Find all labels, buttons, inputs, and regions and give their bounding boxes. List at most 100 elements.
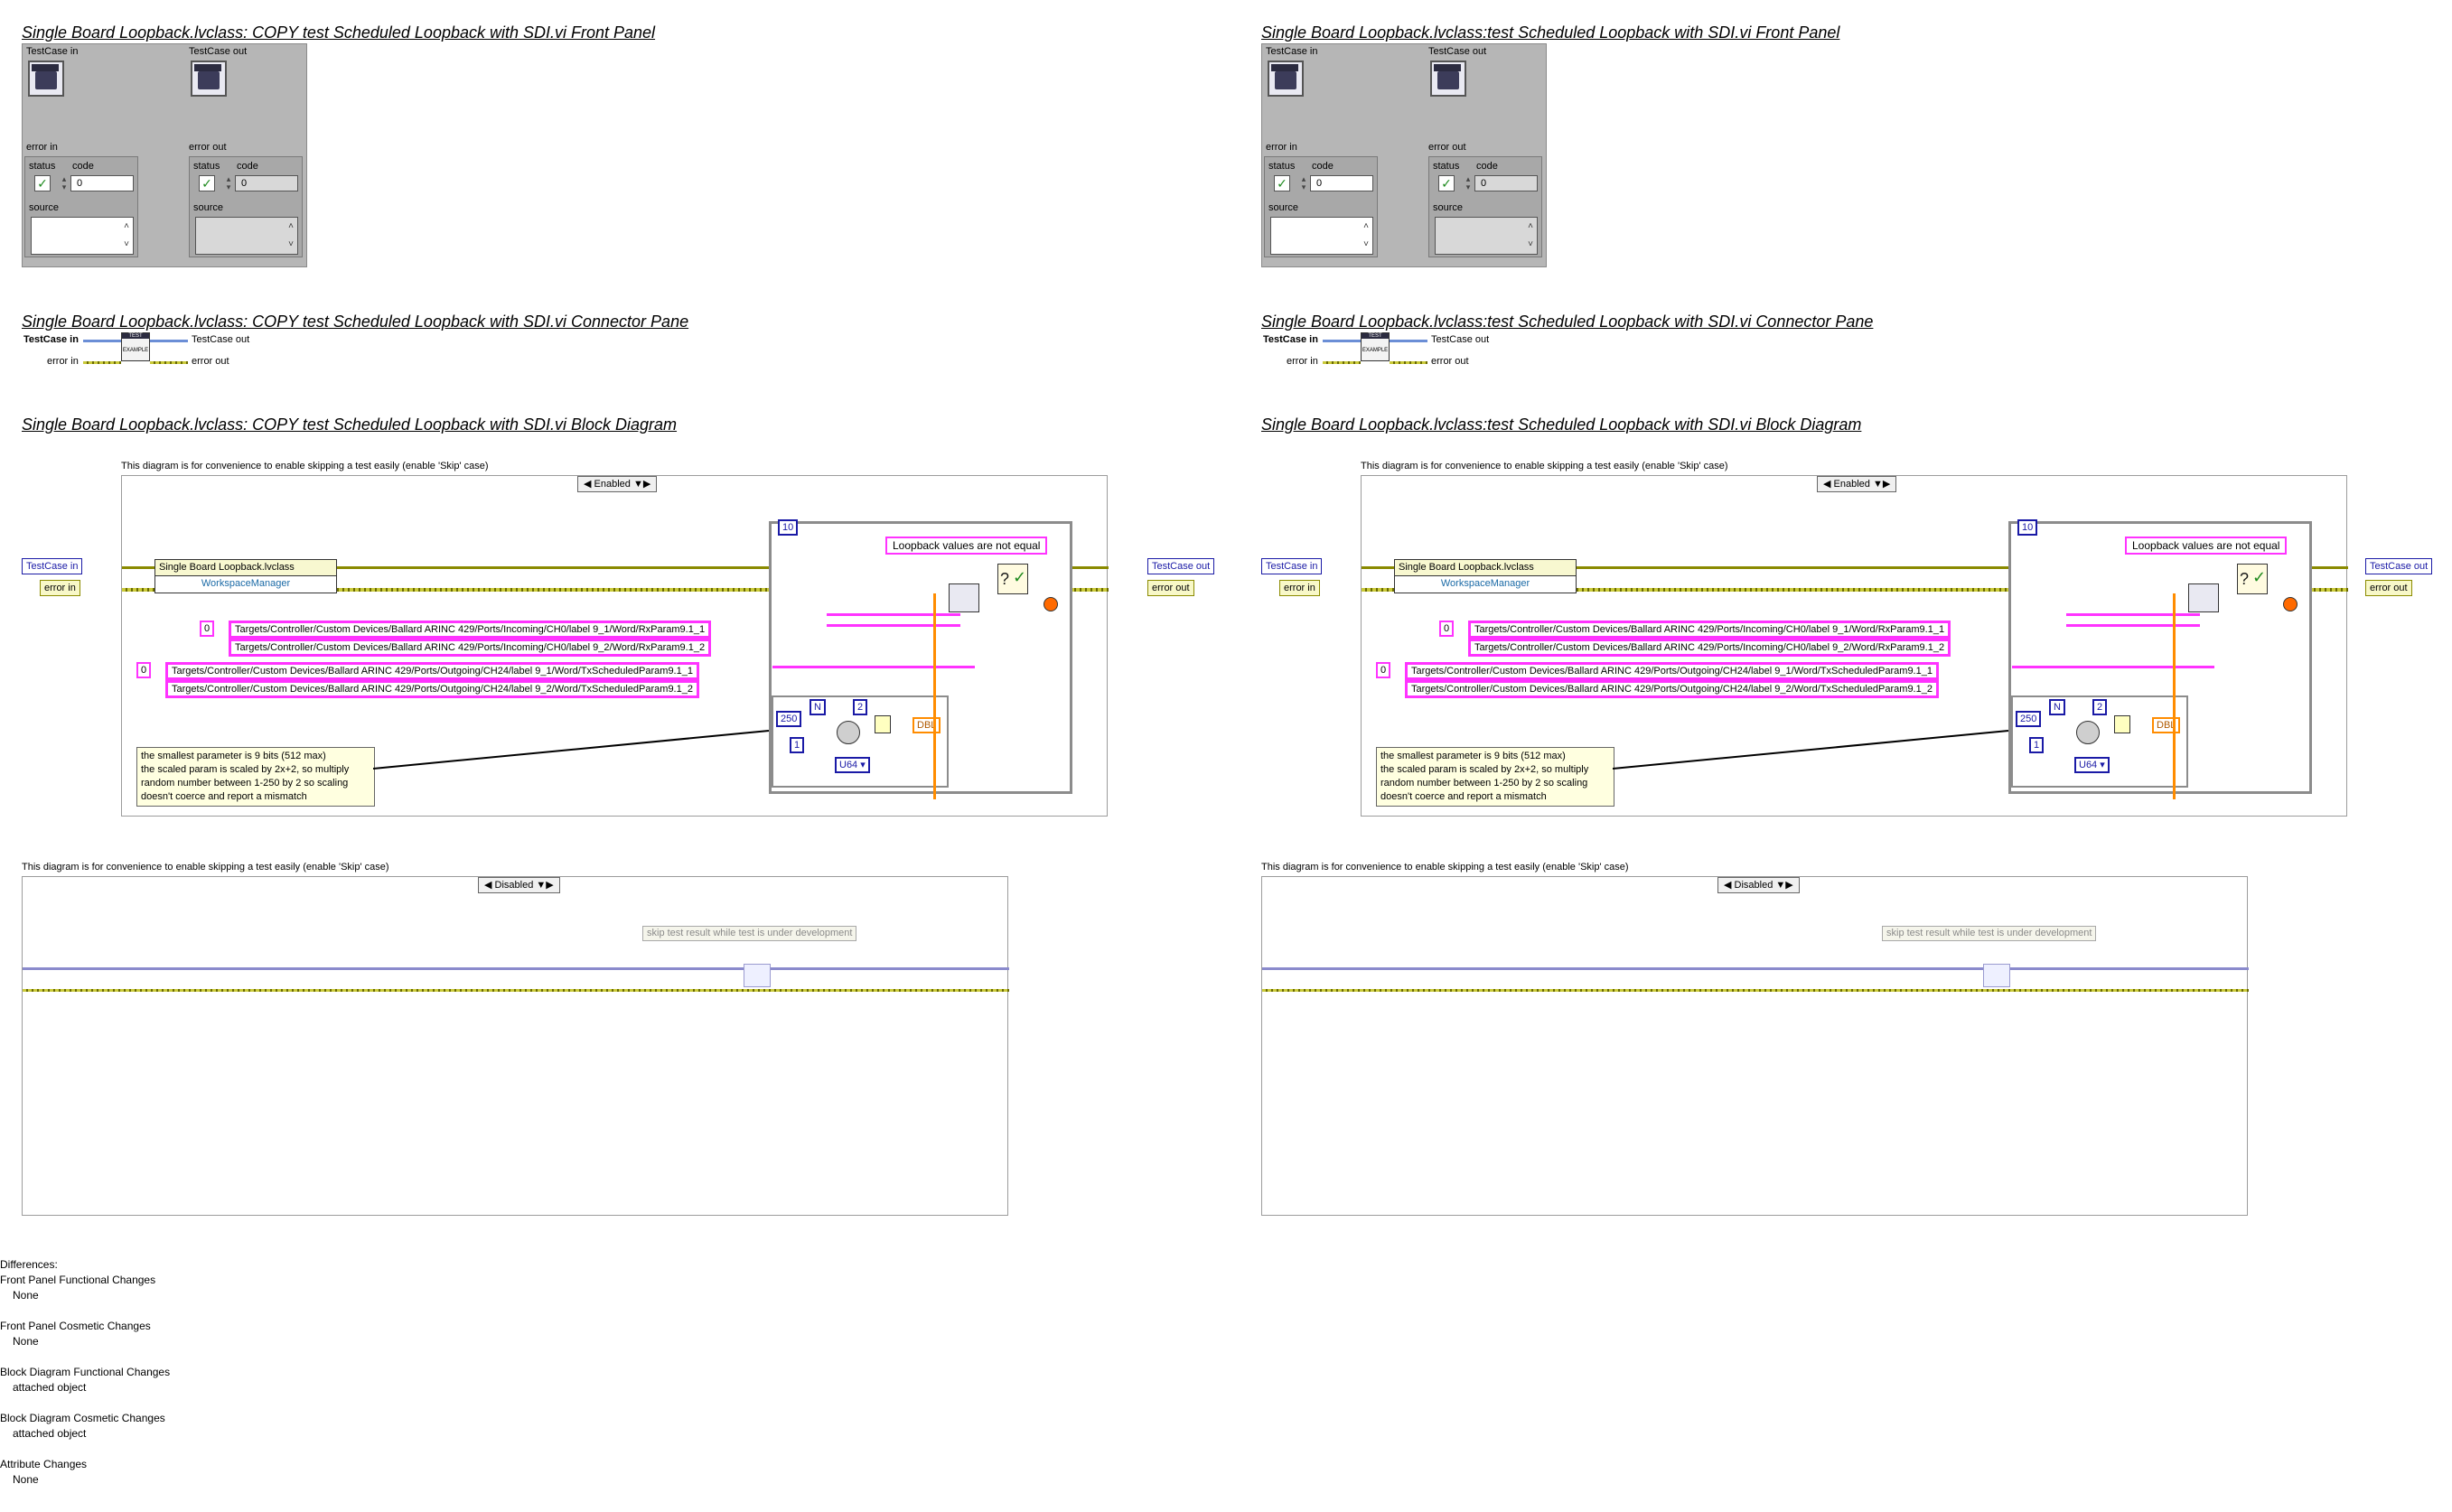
testcase-in-icon[interactable]: [1268, 61, 1304, 97]
status-checkbox[interactable]: ✓: [1274, 175, 1290, 191]
const-250[interactable]: 250: [2016, 711, 2042, 727]
dbl-conversion[interactable]: DBL: [2152, 717, 2181, 733]
disabled-node-icon[interactable]: [744, 964, 771, 987]
note-line-3: random number between 1-250 by 2 so scal…: [1380, 778, 1588, 789]
const-0-out[interactable]: 0: [1376, 662, 1391, 678]
diff-spacer: [0, 1303, 170, 1319]
testcase-out-label: TestCase out: [189, 46, 248, 57]
const-0-in[interactable]: 0: [200, 621, 215, 637]
const-250[interactable]: 250: [776, 711, 802, 727]
code-input[interactable]: 0: [70, 175, 134, 191]
for-loop: N 2 1 DBL U64 ▾: [2011, 695, 2188, 788]
const-0-in[interactable]: 0: [1439, 621, 1455, 637]
connector-pane-title: Single Board Loopback.lvclass: COPY test…: [22, 313, 689, 331]
incoming-path-1[interactable]: Targets/Controller/Custom Devices/Ballar…: [229, 621, 712, 639]
while-loop: Loopback values are not equal ?✓ N 2 1 D…: [2008, 521, 2312, 794]
u64-conversion[interactable]: U64 ▾: [835, 757, 870, 773]
error-in-terminal[interactable]: error in: [40, 580, 80, 596]
class-constant[interactable]: Single Board Loopback.lvclass WorkspaceM…: [154, 559, 337, 593]
loopback-msg-const[interactable]: Loopback values are not equal: [885, 537, 1048, 555]
status-indicator: ✓: [1438, 175, 1455, 191]
error-out-label: error out: [189, 142, 227, 153]
note-line-2: the scaled param is scaled by 2x+2, so m…: [1380, 764, 1589, 775]
assert-icon[interactable]: ?✓: [997, 564, 1028, 594]
const-0-out[interactable]: 0: [136, 662, 152, 678]
disabled-case-selector[interactable]: ◀ Disabled ▼▶: [1717, 877, 1800, 893]
multiply-icon[interactable]: [2114, 715, 2130, 733]
orange-wire: [2173, 593, 2176, 799]
status-checkbox[interactable]: ✓: [34, 175, 51, 191]
loopback-msg-const[interactable]: Loopback values are not equal: [2125, 537, 2288, 555]
incoming-path-2[interactable]: Targets/Controller/Custom Devices/Ballar…: [1468, 639, 1951, 657]
path-wire-out: [2012, 666, 2214, 668]
outgoing-path-2[interactable]: Targets/Controller/Custom Devices/Ballar…: [165, 680, 699, 698]
stop-icon[interactable]: [2283, 597, 2298, 611]
incoming-path-2[interactable]: Targets/Controller/Custom Devices/Ballar…: [229, 639, 712, 657]
const-10[interactable]: 10: [2017, 519, 2038, 536]
code-increment-icon[interactable]: ▴▾: [61, 174, 67, 191]
dbl-conversion[interactable]: DBL: [912, 717, 941, 733]
scroll-arrows-icon[interactable]: ˄˅: [288, 221, 294, 249]
read-channel-icon[interactable]: [949, 583, 979, 612]
const-1[interactable]: 1: [790, 737, 805, 753]
read-channel-icon[interactable]: [2188, 583, 2219, 612]
conn-testcase-out: TestCase out: [1431, 334, 1490, 345]
random-number-icon[interactable]: [2076, 721, 2100, 744]
random-number-icon[interactable]: [837, 721, 860, 744]
conn-testcase-in: TestCase in: [1263, 334, 1318, 345]
outgoing-path-1[interactable]: Targets/Controller/Custom Devices/Ballar…: [1405, 662, 1939, 680]
testcase-in-terminal[interactable]: TestCase in: [1261, 558, 1323, 574]
const-1[interactable]: 1: [2029, 737, 2045, 753]
conn-testcase-in: TestCase in: [23, 334, 79, 345]
error-out-cluster: status code ✓ ▴▾ 0 source ˄˅: [1428, 156, 1542, 257]
u64-conversion[interactable]: U64 ▾: [2074, 757, 2110, 773]
enabled-case-selector[interactable]: ◀ Enabled ▼▶: [577, 476, 658, 492]
testcase-out-terminal[interactable]: TestCase out: [1147, 558, 1215, 574]
const-2[interactable]: 2: [2092, 699, 2108, 715]
testcase-out-icon[interactable]: [191, 61, 227, 97]
conn-error-in: error in: [1287, 356, 1318, 367]
conn-wire-in: [1323, 340, 1361, 342]
error-in-label: error in: [1266, 142, 1297, 153]
code-input[interactable]: 0: [1310, 175, 1373, 191]
error-in-terminal[interactable]: error in: [1279, 580, 1320, 596]
diff-item-detail: None: [13, 1335, 39, 1348]
error-out-terminal[interactable]: error out: [2365, 580, 2412, 596]
enabled-case-selector[interactable]: ◀ Enabled ▼▶: [1817, 476, 1897, 492]
testcase-out-icon[interactable]: [1430, 61, 1466, 97]
error-out-terminal[interactable]: error out: [1147, 580, 1194, 596]
conn-err-wire-in: [1323, 361, 1361, 364]
note-line-4: doesn't coerce and report a mismatch: [1380, 791, 1547, 802]
testcase-in-terminal[interactable]: TestCase in: [22, 558, 83, 574]
conn-wire-in: [83, 340, 121, 342]
scroll-arrows-icon[interactable]: ˄˅: [1363, 221, 1369, 249]
icon-top-text: TEST: [122, 333, 149, 339]
disabled-case-selector[interactable]: ◀ Disabled ▼▶: [478, 877, 560, 893]
enabled-label: Enabled: [1833, 479, 1870, 490]
const-10[interactable]: 10: [778, 519, 799, 536]
testcase-out-terminal[interactable]: TestCase out: [2365, 558, 2433, 574]
stop-icon[interactable]: [1044, 597, 1058, 611]
source-input[interactable]: ˄˅: [31, 217, 134, 255]
enabled-label: Enabled: [594, 479, 631, 490]
note-line-1: the smallest parameter is 9 bits (512 ma…: [1380, 751, 1566, 761]
scroll-arrows-icon[interactable]: ˄˅: [1528, 221, 1533, 249]
diff-item-detail: None: [13, 1289, 39, 1302]
source-input[interactable]: ˄˅: [1270, 217, 1373, 255]
const-2[interactable]: 2: [853, 699, 868, 715]
error-out-cluster: status code ✓ ▴▾ 0 source ˄˅: [189, 156, 303, 257]
class-constant[interactable]: Single Board Loopback.lvclass WorkspaceM…: [1394, 559, 1577, 593]
diff-spacer: [0, 1349, 170, 1365]
code-increment-icon[interactable]: ▴▾: [1301, 174, 1306, 191]
incoming-path-1[interactable]: Targets/Controller/Custom Devices/Ballar…: [1468, 621, 1951, 639]
assert-icon[interactable]: ?✓: [2237, 564, 2268, 594]
disabled-node-icon[interactable]: [1983, 964, 2010, 987]
note-line-1: the smallest parameter is 9 bits (512 ma…: [141, 751, 326, 761]
status-label: status: [193, 161, 220, 172]
while-loop: Loopback values are not equal ?✓ N 2 1 D…: [769, 521, 1072, 794]
testcase-in-icon[interactable]: [28, 61, 64, 97]
scroll-arrows-icon[interactable]: ˄˅: [124, 221, 129, 249]
outgoing-path-1[interactable]: Targets/Controller/Custom Devices/Ballar…: [165, 662, 699, 680]
multiply-icon[interactable]: [875, 715, 891, 733]
outgoing-path-2[interactable]: Targets/Controller/Custom Devices/Ballar…: [1405, 680, 1939, 698]
